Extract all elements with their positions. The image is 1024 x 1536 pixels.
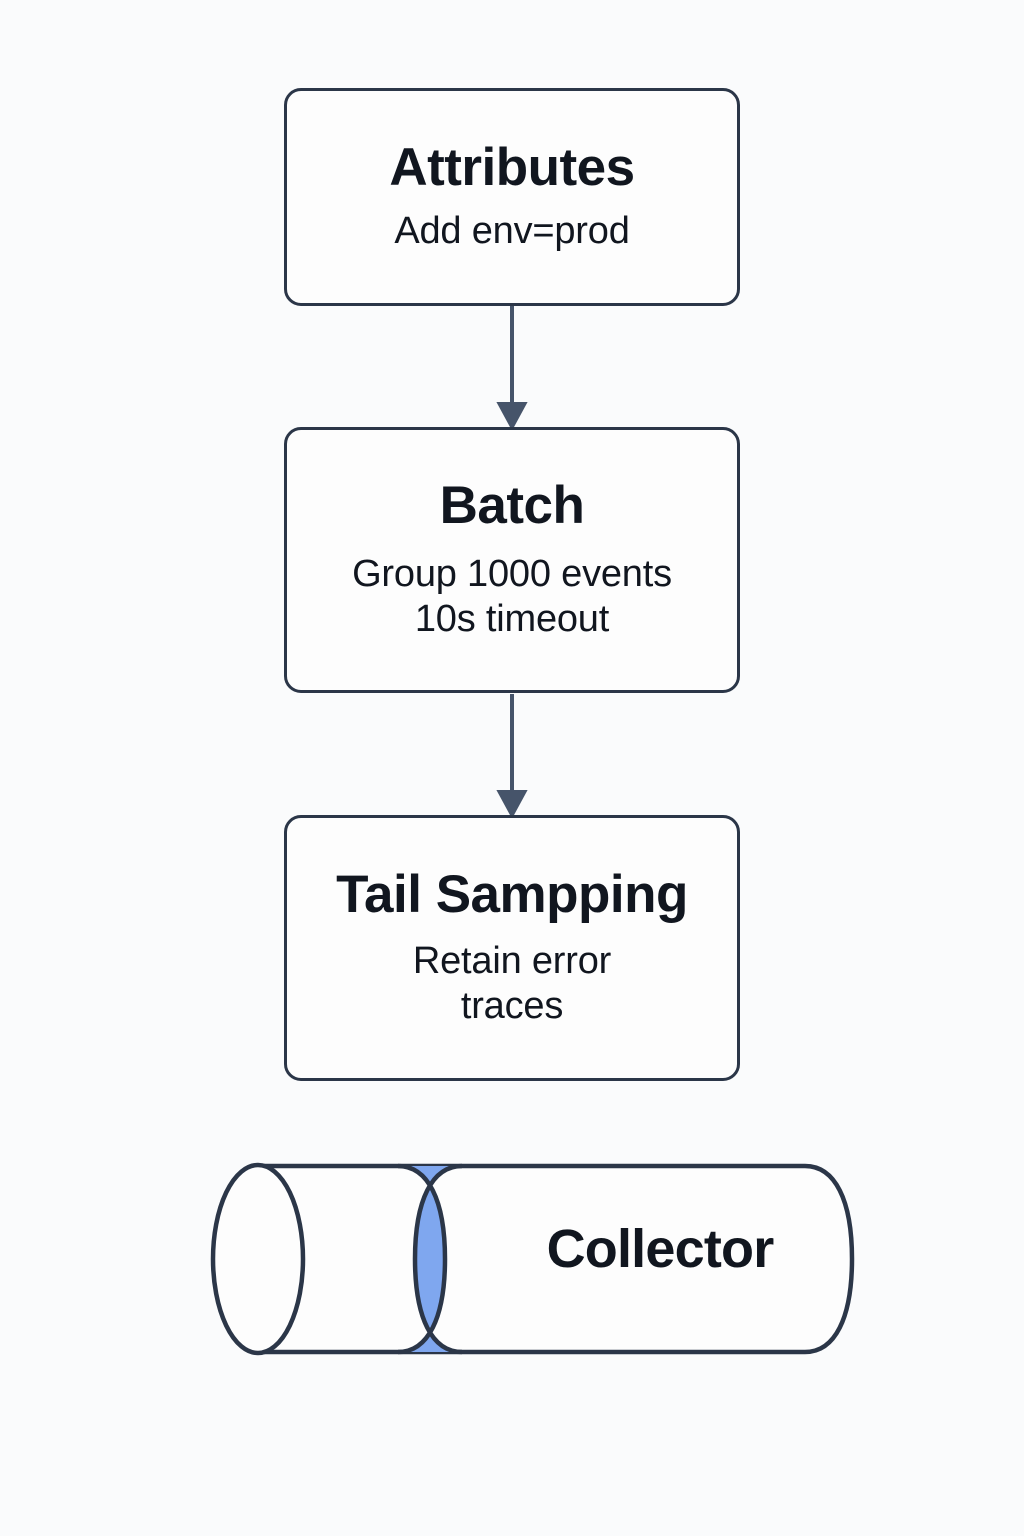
node-tail-sampling[interactable]: Tail Sampping Retain error traces (284, 815, 740, 1081)
node-batch-title: Batch (439, 476, 585, 536)
node-tail-sampling-subtitle: Retain error traces (413, 939, 611, 1029)
node-tail-sampling-subtitle-line-1: Retain error (412, 939, 612, 982)
node-tail-sampling-title: Tail Sampping (336, 865, 688, 925)
node-attributes[interactable]: Attributes Add env=prod (284, 88, 740, 306)
cylinder-band-edge-left (397, 1163, 448, 1355)
cylinder-accent-band (398, 1166, 462, 1352)
node-attributes-subtitle: Add env=prod (394, 210, 630, 253)
node-batch-subtitle: Group 1000 events 10s timeout (352, 552, 672, 642)
cylinder-left-cap (210, 1162, 306, 1356)
node-batch[interactable]: Batch Group 1000 events 10s timeout (284, 427, 740, 693)
node-batch-subtitle-line-1: Group 1000 events (352, 552, 672, 595)
cylinder-band-edge-right (412, 1163, 463, 1355)
node-tail-sampling-subtitle-line-2: traces (460, 984, 564, 1027)
collector-cylinder (210, 1162, 855, 1356)
node-attributes-title: Attributes (389, 137, 635, 197)
node-collector-title[interactable]: Collector (546, 1219, 775, 1279)
node-batch-subtitle-line-2: 10s timeout (414, 597, 610, 640)
